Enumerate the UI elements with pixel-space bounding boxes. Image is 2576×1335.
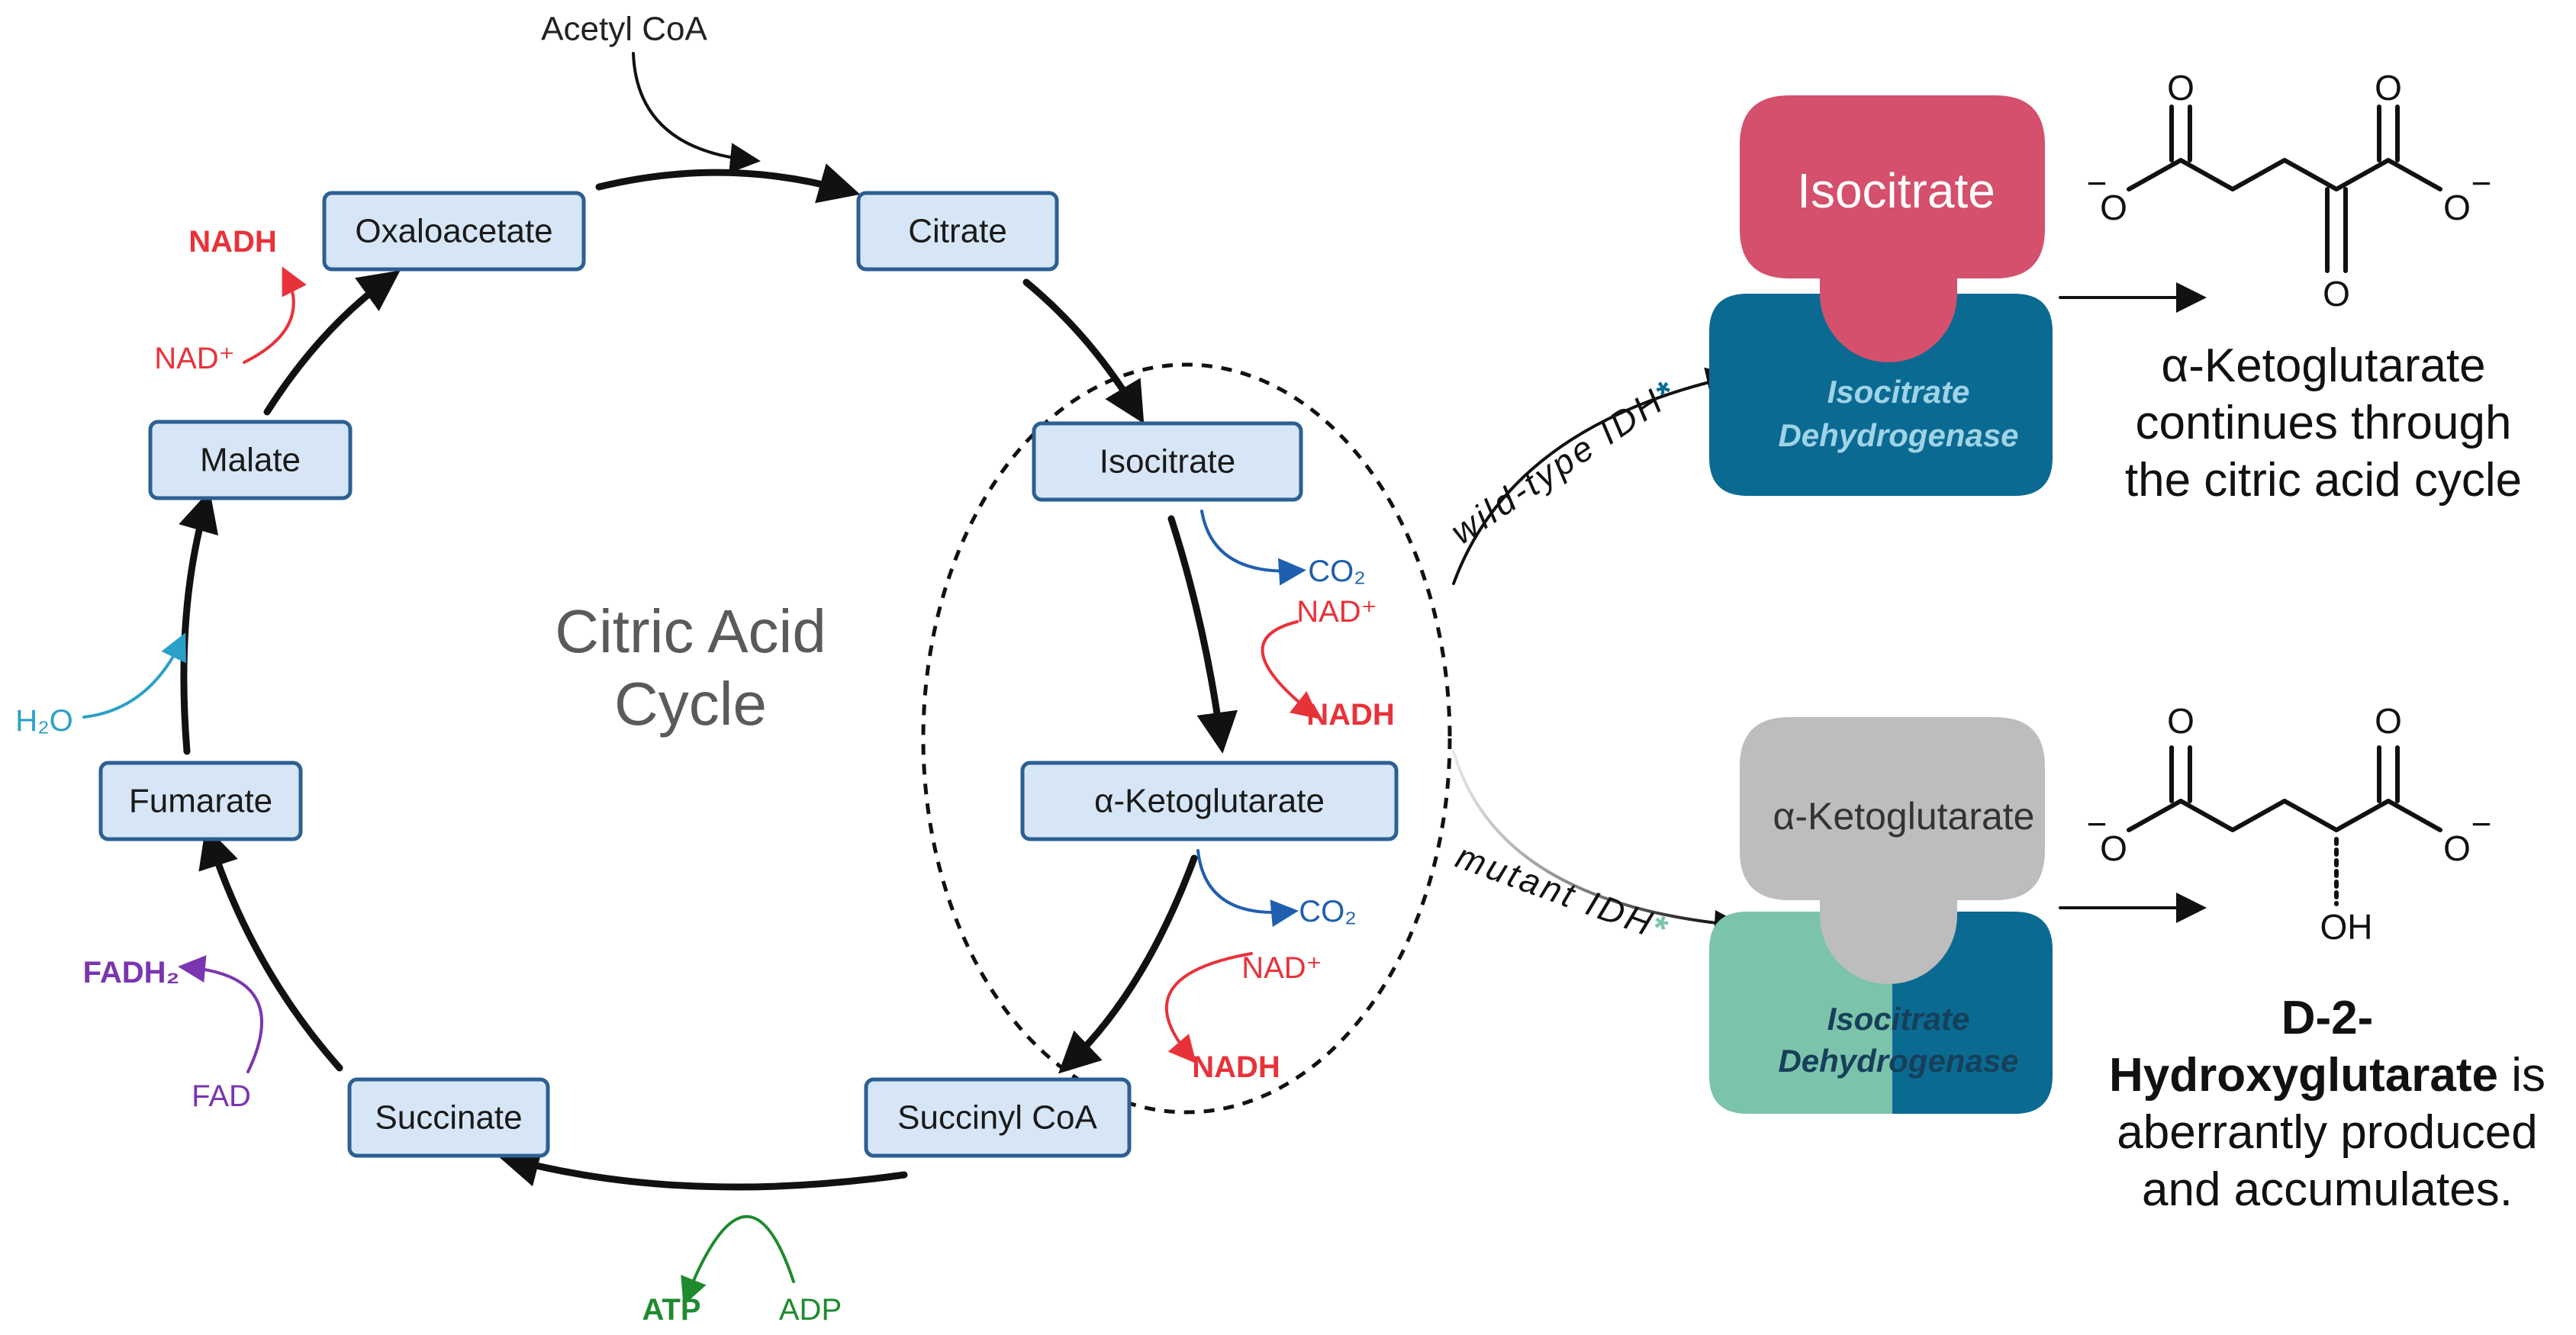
co2-label-2: CO₂ xyxy=(1299,895,1357,928)
nad-to-nadh-arrow-top xyxy=(243,266,307,364)
node-oxaloacetate: Oxaloacetate xyxy=(322,191,586,272)
nad-label-1: NAD⁺ xyxy=(1296,595,1377,629)
arrow-citrate-to-isocitrate xyxy=(1022,278,1145,424)
nadh-label-top: NADH xyxy=(188,225,277,259)
d2hg-structure: O O O O OH − − xyxy=(2087,701,2492,947)
akg-o-right: O xyxy=(2443,188,2471,227)
svg-text:Succinyl CoA: Succinyl CoA xyxy=(897,1099,1097,1137)
node-citrate: Citrate xyxy=(856,191,1059,272)
nadh-label-2: NADH xyxy=(1192,1050,1280,1084)
nad-to-nadh-arrow-2 xyxy=(1164,952,1253,1064)
d2hg-minus-left: − xyxy=(2087,804,2107,844)
node-succinate: Succinate xyxy=(347,1077,550,1158)
mutant-path-arrow xyxy=(1452,750,1718,925)
fad-label: FAD xyxy=(192,1079,251,1113)
atp-label: ATP xyxy=(642,1293,700,1327)
svg-text:Citrate: Citrate xyxy=(908,213,1007,250)
arrow-isocitrate-to-akg xyxy=(1167,515,1238,754)
wild-type-result-line2: continues through xyxy=(2136,397,2512,449)
wild-type-path-arrow xyxy=(1452,367,1737,585)
nad-label-top: NAD⁺ xyxy=(154,342,235,375)
cycle-title-line2: Cycle xyxy=(614,670,767,738)
d2hg-minus-right: − xyxy=(2471,804,2492,844)
node-malate: Malate xyxy=(148,420,353,500)
h2o-input-arrow xyxy=(82,632,186,719)
wild-type-label-text: wild-type IDH xyxy=(1444,380,1672,552)
arrow-oxaloacetate-to-citrate xyxy=(595,163,861,204)
akg-minus-left: − xyxy=(2087,163,2107,203)
isocitrate-substrate-label: Isocitrate xyxy=(1797,163,1995,218)
adp-label: ADP xyxy=(779,1293,842,1327)
acetyl-coa-label: Acetyl CoA xyxy=(541,11,707,48)
akg-substrate-shape xyxy=(1740,717,2045,984)
mutant-result-line4: and accumulates. xyxy=(2142,1163,2513,1216)
co2-label-1: CO₂ xyxy=(1308,555,1366,588)
highlight-ellipse xyxy=(921,362,1452,1115)
fadh2-label: FADH₂ xyxy=(83,956,180,989)
nad-label-2: NAD⁺ xyxy=(1241,951,1322,985)
d2hg-o-right: O xyxy=(2443,828,2471,868)
mutant-label-text: mutant IDH xyxy=(1451,836,1660,944)
cycle-title-line1: Citric Acid xyxy=(555,597,826,665)
svg-text:Isocitrate: Isocitrate xyxy=(1100,443,1236,481)
co2-release-arrow-2 xyxy=(1196,849,1299,928)
arrow-akg-to-succinyl-coa xyxy=(1058,854,1198,1074)
isocitrate-substrate-shape xyxy=(1740,95,2045,362)
akg-o-top-right: O xyxy=(2375,68,2402,108)
svg-text:Oxaloacetate: Oxaloacetate xyxy=(355,213,552,250)
node-fumarate: Fumarate xyxy=(98,761,303,841)
acetyl-coa-input-arrow xyxy=(632,52,761,174)
nad-to-nadh-arrow-1 xyxy=(1261,620,1320,719)
d2hg-o-top-right: O xyxy=(2375,701,2402,741)
akg-o-left: O xyxy=(2100,188,2127,227)
mutant-result-bold: Hydroxyglutarate xyxy=(2109,1049,2498,1102)
akg-o-top-left: O xyxy=(2167,68,2194,108)
mutant-enzyme-label-1: Isocitrate xyxy=(1827,1001,1970,1037)
mutant-result-line1: D-2- xyxy=(2281,992,2374,1044)
wild-type-enzyme-body xyxy=(1709,294,2053,496)
wild-type-result-line3: the citric acid cycle xyxy=(2125,454,2522,507)
mutant-enzyme-complex: α-Ketoglutarate Isocitrate Dehydrogenase xyxy=(1709,717,2053,1114)
d2hg-o-left: O xyxy=(2100,828,2127,868)
akg-minus-right: − xyxy=(2471,163,2492,203)
wild-type-enzyme-label-1: Isocitrate xyxy=(1827,374,1970,410)
mutant-result-rest: is xyxy=(2498,1049,2545,1102)
arrow-fumarate-to-malate xyxy=(179,490,219,755)
arrow-malate-to-oxaloacetate xyxy=(263,270,401,416)
mutant-enzyme-label-2: Dehydrogenase xyxy=(1778,1043,2018,1079)
akg-o-bottom: O xyxy=(2323,274,2350,314)
node-succinyl-coa: Succinyl CoA xyxy=(864,1077,1132,1158)
h2o-label: H₂O xyxy=(15,704,73,738)
mutant-result-line2: Hydroxyglutarate is xyxy=(2109,1049,2545,1102)
svg-text:Succinate: Succinate xyxy=(375,1099,522,1137)
akg-substrate-label: α-Ketoglutarate xyxy=(1773,795,2035,838)
nadh-label-1: NADH xyxy=(1306,698,1395,732)
co2-release-arrow-1 xyxy=(1200,510,1306,586)
arrow-succinyl-coa-to-succinate xyxy=(497,1146,908,1191)
d2hg-o-top-left: O xyxy=(2167,701,2194,741)
node-isocitrate: Isocitrate xyxy=(1032,421,1303,502)
adp-to-atp-arrow xyxy=(681,1215,795,1306)
d2hg-oh: OH xyxy=(2320,907,2373,947)
wild-type-result-line1: α-Ketoglutarate xyxy=(2161,339,2485,392)
wild-type-enzyme-label-2: Dehydrogenase xyxy=(1778,417,2018,453)
node-alpha-ketoglutarate: α-Ketoglutarate xyxy=(1020,761,1399,841)
svg-text:α-Ketoglutarate: α-Ketoglutarate xyxy=(1094,783,1325,820)
mutant-label: mutant IDH* xyxy=(1451,836,1676,951)
wild-type-enzyme-complex: Isocitrate Isocitrate Dehydrogenase xyxy=(1709,95,2053,496)
svg-text:Malate: Malate xyxy=(200,442,301,479)
wild-type-label: wild-type IDH* xyxy=(1444,371,1686,552)
mutant-result-line3: aberrantly produced xyxy=(2117,1106,2537,1159)
alpha-ketoglutarate-structure: O O O O O − − xyxy=(2087,68,2492,314)
svg-text:Fumarate: Fumarate xyxy=(129,783,272,820)
fad-to-fadh2-arrow xyxy=(178,955,263,1073)
arrow-succinate-to-fumarate xyxy=(198,825,343,1072)
